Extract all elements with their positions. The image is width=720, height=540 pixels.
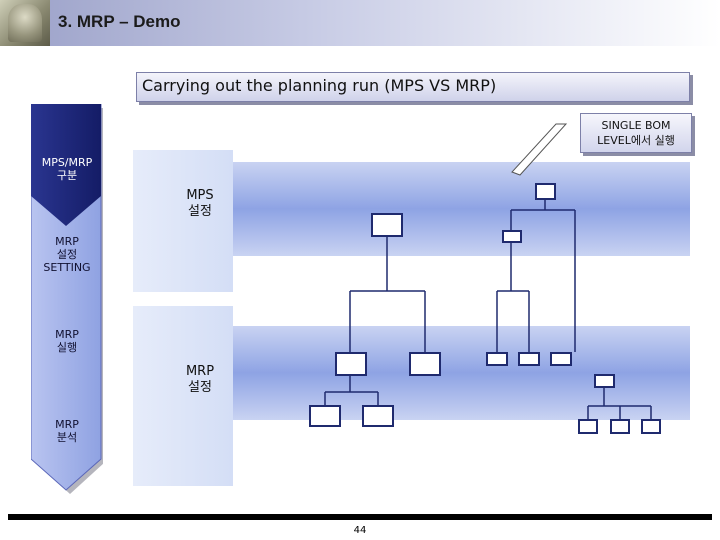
mps-panel [133, 150, 233, 292]
bom-node-right-child-1 [486, 352, 508, 366]
header-bar [0, 0, 720, 46]
subtitle-box [136, 72, 690, 102]
page-title: 3. MRP – Demo [58, 12, 181, 31]
bom-node-middle-child-1 [335, 352, 367, 376]
logo-image [0, 0, 50, 46]
bom-node-right-sub [502, 230, 522, 243]
callout-pointer [511, 123, 568, 176]
process-step-active [31, 104, 101, 226]
bom-node-right-child-3 [550, 352, 572, 366]
page-number: 44 [353, 525, 367, 536]
bom-node-lower-left-2 [362, 405, 394, 427]
bom-node-right-root [535, 183, 556, 200]
bom-node-lower-right-root [594, 374, 615, 388]
bom-node-middle-child-2 [409, 352, 441, 376]
bom-node-right-child-2 [518, 352, 540, 366]
footer-rule [8, 514, 712, 520]
callout-box [580, 113, 692, 153]
bom-node-lower-right-3 [641, 419, 661, 434]
mrp-panel [133, 306, 233, 486]
bom-node-lower-right-1 [578, 419, 598, 434]
subtitle-text: Carrying out the planning run (MPS VS MR… [142, 76, 497, 95]
process-arrow [31, 104, 103, 494]
bom-node-lower-right-2 [610, 419, 630, 434]
bom-node-middle-root [371, 213, 403, 237]
bom-node-lower-left-1 [309, 405, 341, 427]
